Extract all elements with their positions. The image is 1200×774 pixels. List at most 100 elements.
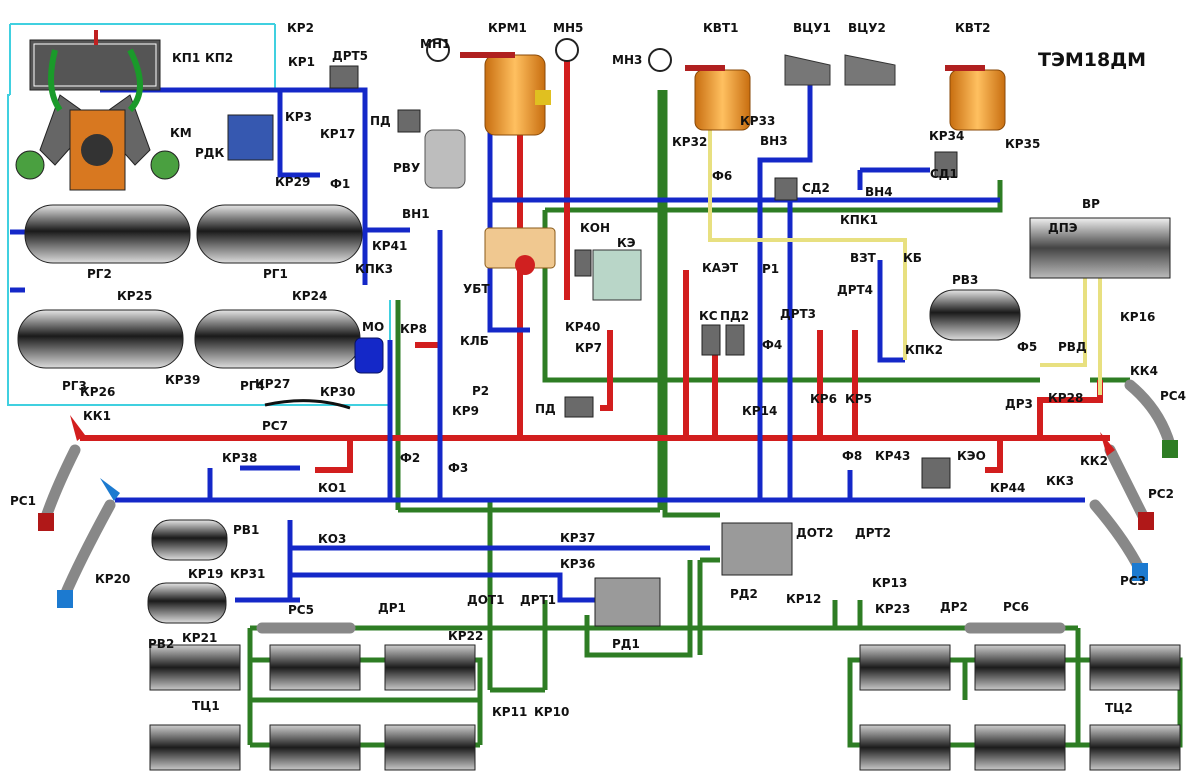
label-rg1: РГ1	[263, 267, 288, 281]
label-ubt: УБТ	[463, 282, 490, 296]
label-kon: КОН	[580, 221, 610, 235]
label-kr11: КР11	[492, 705, 527, 719]
label-kr14: КР14	[742, 404, 777, 418]
label-rv1: РВ1	[233, 523, 259, 537]
label-kk3: КК3	[1046, 474, 1074, 488]
label-kpk1: КПК1	[840, 213, 878, 227]
reservoir-rvu	[424, 129, 466, 189]
label-drt4: ДРТ4	[837, 283, 873, 297]
label-f4: Ф4	[762, 338, 782, 352]
label-vn4: ВН4	[865, 185, 893, 199]
gauge-mn5	[555, 38, 579, 62]
label-kr26: КР26	[80, 385, 115, 399]
reservoir-rg4	[194, 309, 361, 369]
crane-krm1	[460, 52, 551, 136]
label-drt1: ДРТ1	[520, 593, 556, 607]
label-ko3: КО3	[318, 532, 346, 546]
label-klb: КЛБ	[460, 334, 489, 348]
label-kr27: КР27	[255, 377, 290, 391]
label-krm1: КРМ1	[488, 21, 527, 35]
label-kr43: КР43	[875, 449, 910, 463]
label-kr17: КР17	[320, 127, 355, 141]
sensors	[329, 65, 958, 489]
label-dr1: ДР1	[378, 601, 406, 615]
label-ke: КЭ	[617, 236, 636, 250]
label-rd1: РД1	[612, 637, 640, 651]
label-rs3: РС3	[1120, 574, 1146, 588]
label-vn1: ВН1	[402, 207, 430, 221]
label-vcu1: ВЦУ1	[793, 21, 831, 35]
label-km: КМ	[170, 126, 192, 140]
label-kp1: КП1	[172, 51, 200, 65]
label-f1: Ф1	[330, 177, 350, 191]
label-dpe: ДПЭ	[1048, 221, 1078, 235]
label-kaet: КАЭТ	[702, 261, 739, 275]
label-kr28: КР28	[1048, 391, 1083, 405]
label-kvt2: КВТ2	[955, 21, 991, 35]
label-kr32: КР32	[672, 135, 707, 149]
label-kr29: КР29	[275, 175, 310, 189]
reservoir-rg1	[196, 204, 363, 264]
label-kpk3: КПК3	[355, 262, 393, 276]
block-rd2	[721, 522, 793, 576]
label-kr1: КР1	[288, 55, 315, 69]
label-kb: КБ	[903, 251, 922, 265]
label-kr23: КР23	[875, 602, 910, 616]
label-kr34: КР34	[929, 129, 964, 143]
label-kr20: КР20	[95, 572, 130, 586]
label-rv3: РВ3	[952, 273, 978, 287]
label-f3: Ф3	[448, 461, 468, 475]
label-p1: Р1	[762, 262, 779, 276]
label-pd-top: ПД	[370, 114, 391, 128]
block-ubt	[484, 227, 556, 275]
label-vr: ВР	[1082, 197, 1100, 211]
label-kr16: КР16	[1120, 310, 1155, 324]
hose-ends	[38, 415, 1178, 608]
label-vzt: ВЗТ	[850, 251, 877, 265]
label-kr44: КР44	[990, 481, 1025, 495]
label-kr8: КР8	[400, 322, 427, 336]
scheme-title: ТЭМ18ДМ	[1038, 49, 1146, 71]
gauge-mn3	[648, 48, 672, 72]
block-ke	[592, 249, 642, 301]
label-mn3: МН3	[612, 53, 642, 67]
label-kr9: КР9	[452, 404, 479, 418]
label-kr6: КР6	[810, 392, 837, 406]
label-kr10: КР10	[534, 705, 569, 719]
brake-cylinders-tc1	[149, 644, 476, 771]
label-rs5: РС5	[288, 603, 314, 617]
label-ks: КС	[699, 309, 718, 323]
label-rdk: РДК	[195, 146, 224, 160]
label-sd2: СД2	[802, 181, 830, 195]
label-kr38: КР38	[222, 451, 257, 465]
block-vr	[1029, 217, 1171, 279]
valves-vcu	[784, 54, 896, 86]
label-kr30: КР30	[320, 385, 355, 399]
label-kr40: КР40	[565, 320, 600, 334]
label-kr33: КР33	[740, 114, 775, 128]
label-pd2: ПД2	[720, 309, 749, 323]
label-rvd: РВД	[1058, 340, 1087, 354]
label-mo: МО	[362, 320, 384, 334]
reservoir-rv3	[929, 289, 1021, 341]
label-kr36: КР36	[560, 557, 595, 571]
block-mo	[354, 337, 384, 374]
block-rd1	[594, 577, 661, 627]
label-kr21: КР21	[182, 631, 217, 645]
label-dot1: ДОТ1	[467, 593, 504, 607]
control-lines	[708, 130, 1102, 395]
label-rs2: РС2	[1148, 487, 1174, 501]
label-rv2: РВ2	[148, 637, 174, 651]
label-rg4: РГ4	[240, 379, 265, 393]
label-rg3: РГ3	[62, 379, 87, 393]
label-sd1: СД1	[930, 167, 958, 181]
label-mn1: МН1	[420, 37, 450, 51]
compressor-frame	[7, 23, 391, 406]
label-f8: Ф8	[842, 449, 862, 463]
label-kr5: КР5	[845, 392, 872, 406]
label-kp2: КП2	[205, 51, 233, 65]
label-drt2: ДРТ2	[855, 526, 891, 540]
label-kk4: КК4	[1130, 364, 1158, 378]
